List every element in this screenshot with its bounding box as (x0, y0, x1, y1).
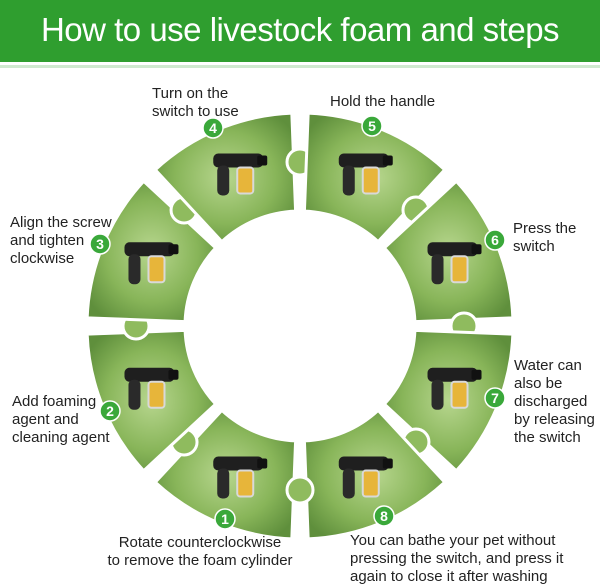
foam-gun-icon-8 (338, 456, 393, 499)
banner-divider (0, 65, 600, 68)
puzzle-knob-8 (285, 475, 315, 505)
step-7-photo-segment (382, 328, 515, 473)
step-4-badge (202, 117, 224, 139)
foam-gun-icon-6 (427, 242, 482, 285)
step-8-number: 8 (380, 508, 388, 524)
step-3-badge (89, 233, 111, 255)
step-1-badge (214, 508, 236, 530)
foam-gun-icon-7 (427, 367, 482, 410)
step-6-badge (484, 229, 506, 251)
step-3-number: 3 (96, 236, 104, 252)
step-2-number: 2 (106, 403, 114, 419)
step-1-number: 1 (221, 511, 229, 527)
header-banner (0, 0, 600, 62)
step-7-number: 7 (491, 390, 499, 406)
foam-gun-icon-3 (124, 242, 179, 285)
step-5-badge (361, 115, 383, 137)
step-2-badge (99, 400, 121, 422)
foam-gun-icon-5 (338, 153, 393, 196)
step-5-number: 5 (368, 118, 376, 134)
foam-gun-icon-2 (124, 367, 179, 410)
step-5-label: Hold the handle (330, 93, 436, 110)
step-8-badge (373, 505, 395, 527)
step-6-number: 6 (491, 232, 499, 248)
foam-gun-icon-4 (213, 153, 268, 196)
page-title: How to use livestock foam and steps (40, 11, 560, 48)
foam-gun-icon-1 (213, 456, 268, 499)
step-7-badge (484, 387, 506, 409)
step-4-number: 4 (209, 120, 217, 136)
